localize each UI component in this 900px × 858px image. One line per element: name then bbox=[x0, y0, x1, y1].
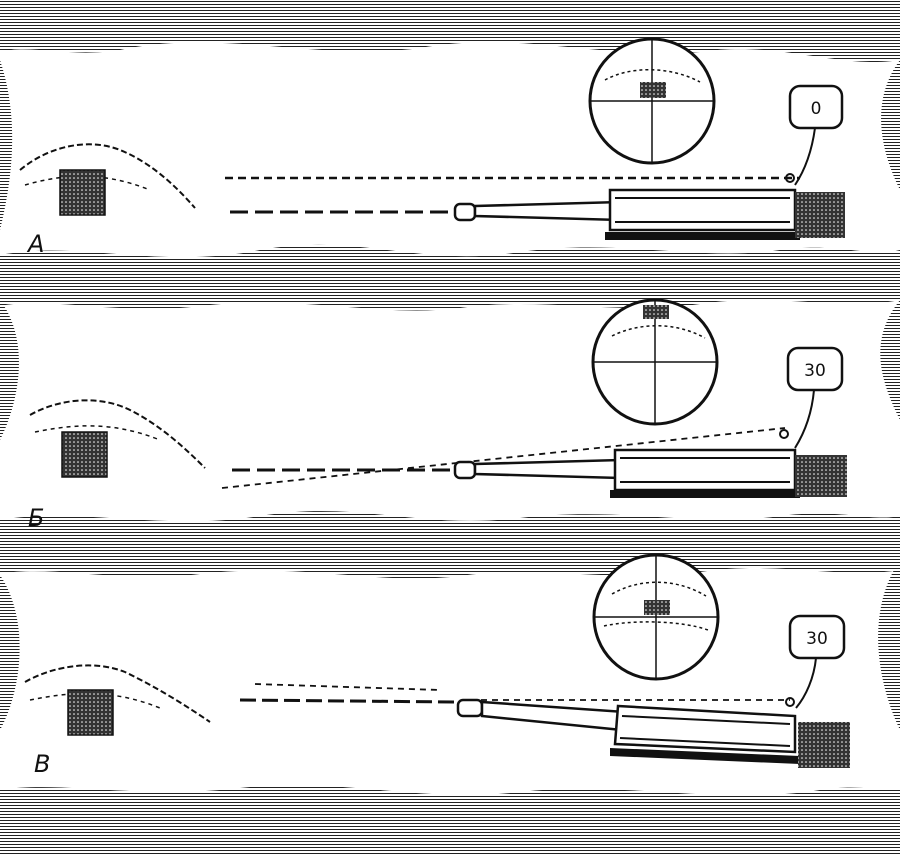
panel-a: 0 bbox=[19, 37, 845, 240]
target-bunker-b bbox=[29, 399, 206, 478]
sight-line-c bbox=[239, 698, 456, 704]
scale-reading-b: 30 bbox=[804, 361, 826, 381]
scale-reading-c: 30 bbox=[806, 629, 828, 649]
gun-b bbox=[453, 429, 847, 498]
scale-callout-a: 0 bbox=[788, 84, 844, 186]
reticle-c bbox=[592, 553, 720, 681]
panel-b: 30 bbox=[29, 298, 847, 498]
target-bunker-c bbox=[24, 664, 211, 736]
reticle-b bbox=[591, 298, 719, 426]
panel-label-a: А bbox=[28, 230, 45, 258]
gun-a bbox=[453, 173, 845, 240]
panel-c: 30 bbox=[24, 553, 850, 768]
scale-callout-b: 30 bbox=[786, 346, 844, 449]
panel-label-c: В bbox=[34, 750, 51, 778]
gun-c bbox=[456, 697, 850, 768]
scale-callout-c: 30 bbox=[788, 614, 846, 709]
panel-label-b: Б bbox=[28, 504, 45, 532]
reticle-a bbox=[588, 37, 716, 165]
target-bunker-a bbox=[19, 143, 196, 216]
sight-line-c-top bbox=[254, 683, 441, 691]
scale-reading-a: 0 bbox=[811, 99, 822, 119]
